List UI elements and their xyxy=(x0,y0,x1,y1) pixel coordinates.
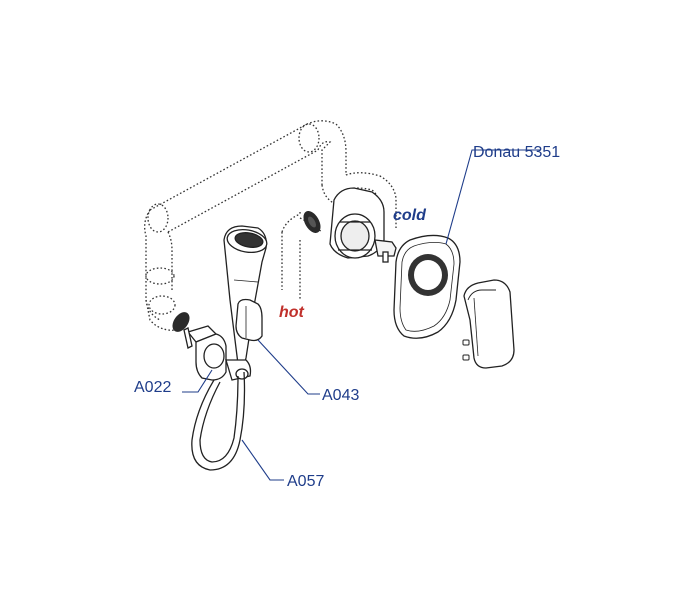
label-a043: A043 xyxy=(322,387,359,404)
pipe-seals xyxy=(172,211,321,332)
concealed-piping xyxy=(144,120,397,331)
angle-valve xyxy=(183,325,252,381)
leader-a043 xyxy=(257,339,320,395)
lever-handle xyxy=(462,279,515,369)
flexible-hose xyxy=(191,371,246,471)
shower-face xyxy=(234,232,264,248)
cover-plate xyxy=(393,234,461,339)
screw-icon xyxy=(462,339,470,346)
wall-holder xyxy=(235,298,263,342)
seal-left xyxy=(172,312,190,332)
label-product: Donau 5351 xyxy=(473,144,560,161)
label-a057: A057 xyxy=(287,473,324,490)
callout-leaders xyxy=(182,149,540,481)
label-cold: cold xyxy=(393,207,427,224)
hand-shower xyxy=(223,225,268,366)
leader-donau xyxy=(445,149,540,245)
label-a022: A022 xyxy=(134,379,171,396)
label-hot: hot xyxy=(279,304,305,321)
mixer-valve-body xyxy=(329,187,397,263)
leader-a022 xyxy=(182,369,213,393)
leader-a057 xyxy=(241,439,284,481)
